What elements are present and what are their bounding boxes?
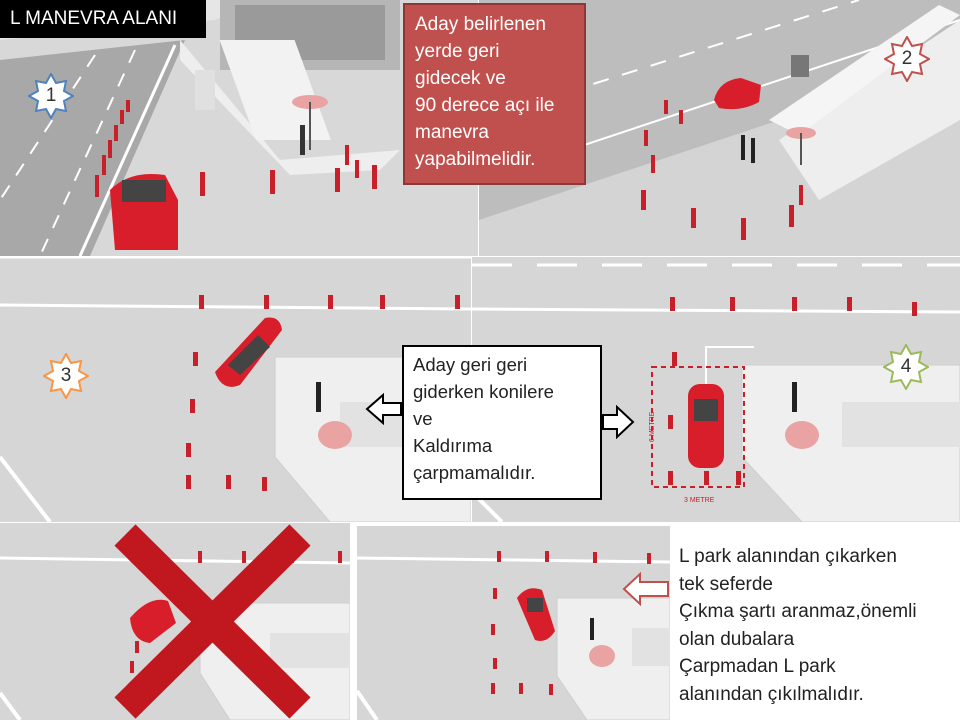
umbrella-icon	[589, 645, 615, 667]
instruction-note-top: Aday belirlenen yerde geri gidecek ve 90…	[403, 3, 586, 185]
scene-5-illustration	[0, 523, 350, 720]
arrow-left-icon	[365, 393, 402, 425]
measure-width-label: 3 METRE	[684, 497, 715, 504]
umbrella-icon	[786, 127, 816, 165]
badge-shape	[28, 73, 74, 119]
step-badge-1: 1	[28, 73, 74, 119]
star-badge-icon	[28, 73, 74, 119]
badge-shape	[43, 353, 89, 399]
car-icon	[215, 317, 282, 387]
person-icon	[316, 382, 321, 412]
person-icon	[300, 125, 305, 155]
scene-6-illustration	[357, 526, 670, 720]
car-icon	[130, 599, 176, 643]
umbrella-icon	[292, 95, 328, 150]
note-line: L park alanından çıkarken	[679, 546, 897, 567]
step-badge-2: 2	[884, 36, 930, 82]
star-badge-icon	[884, 36, 930, 82]
scene-1-illustration	[0, 0, 478, 256]
car-icon	[517, 588, 555, 641]
note-line: ve	[413, 408, 433, 429]
note-line: alanından çıkılmalıdır.	[679, 683, 864, 705]
badge-shape	[884, 36, 930, 82]
umbrella-icon	[785, 421, 819, 449]
cone-icon	[491, 551, 651, 695]
person-icon	[792, 382, 797, 412]
note-line: Çarpmadan L park	[679, 656, 836, 677]
note-line: gidecek ve	[415, 68, 506, 89]
step-badge-label: 2	[901, 48, 913, 69]
star-badge-icon	[43, 353, 89, 399]
car-icon	[714, 78, 761, 110]
car-icon	[688, 384, 724, 468]
arrow-left-icon	[622, 572, 669, 606]
note-line: giderken konilere	[413, 381, 554, 402]
instruction-note-bottom: L park alanından çıkarken tek seferde Çı…	[670, 538, 960, 720]
step-badge-4: 4	[883, 344, 929, 390]
step-badge-label: 1	[45, 85, 57, 106]
scene-panel-5	[0, 523, 350, 720]
note-line: manevra	[415, 122, 489, 143]
note-line: tek seferde	[679, 573, 773, 595]
step-badge-label: 3	[60, 365, 72, 386]
instruction-note-middle: Aday geri geri giderken konilere ve Kald…	[402, 345, 602, 500]
umbrella-icon	[318, 421, 352, 449]
star-badge-icon	[883, 344, 929, 390]
note-line: olan dubalara	[679, 628, 795, 650]
note-line: Kaldırıma	[413, 435, 493, 456]
note-line: yerde geri	[415, 41, 500, 62]
cross-icon	[114, 524, 311, 719]
step-badge-3: 3	[43, 353, 89, 399]
scene-panel-1	[0, 0, 478, 256]
page-title: L MANEVRA ALANI	[0, 0, 206, 38]
step-badge-label: 4	[900, 356, 912, 377]
badge-shape	[883, 344, 929, 390]
cone-icon	[668, 297, 917, 485]
note-line: çarpmamalıdır.	[413, 462, 536, 483]
person-icon	[590, 618, 594, 640]
note-line: Aday geri geri	[413, 354, 528, 375]
measure-length-label: 6 METRE	[649, 411, 656, 442]
arrow-right-icon	[602, 405, 635, 439]
cone-icon	[95, 100, 377, 197]
person-icon	[741, 135, 745, 160]
note-line: yapabilmelidir.	[415, 149, 536, 170]
note-line: Aday belirlenen	[415, 14, 546, 35]
note-line: Çıkma şartı aranmaz,önemli	[679, 601, 917, 622]
car-icon	[110, 174, 178, 250]
note-line: 90 derece açı ile	[415, 95, 555, 116]
cone-icon	[186, 295, 460, 491]
scene-panel-6	[357, 526, 670, 720]
